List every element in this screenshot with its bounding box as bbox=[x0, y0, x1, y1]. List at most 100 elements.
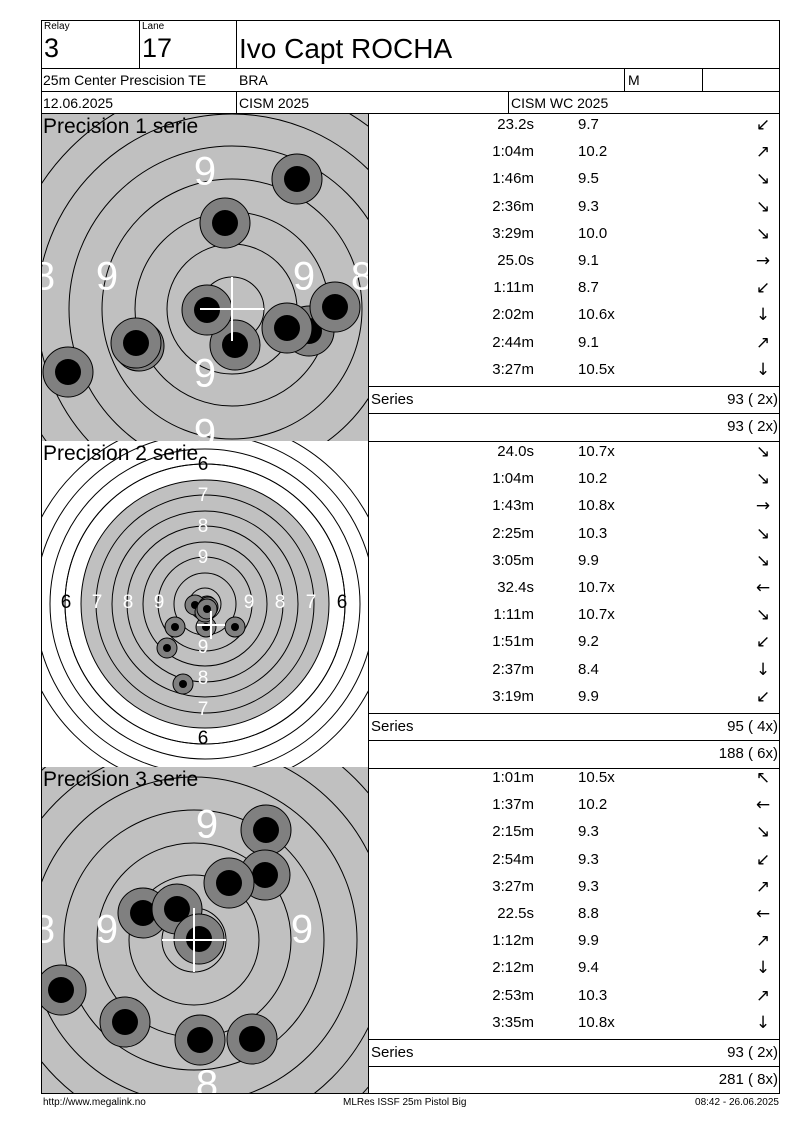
series-label: Series bbox=[371, 391, 414, 408]
target-ring bbox=[95, 494, 315, 714]
shot-time: 3:35m bbox=[492, 1013, 534, 1031]
shot-time: 23.2s bbox=[497, 116, 534, 133]
ring-number: 6 bbox=[337, 592, 348, 613]
shot-time: 2:53m bbox=[492, 986, 534, 1004]
ring-number: 7 bbox=[198, 699, 209, 720]
shot-direction-arrow-icon: ↘ bbox=[755, 169, 771, 190]
ring-number: 9 bbox=[244, 592, 255, 613]
shot-core bbox=[222, 332, 248, 358]
shot-value: 10.2 bbox=[578, 143, 608, 161]
target-ring bbox=[63, 809, 325, 1071]
shot-value: 10.7x bbox=[578, 443, 615, 460]
ring-number: 8 bbox=[198, 668, 209, 689]
shot-direction-arrow-icon: ↓ bbox=[755, 359, 771, 380]
shot-direction-arrow-icon: ↓ bbox=[755, 958, 771, 979]
shot-core bbox=[253, 817, 279, 843]
shot-value: 9.5 bbox=[578, 170, 599, 188]
shot-value: 9.3 bbox=[578, 823, 599, 841]
shot-time: 1:11m bbox=[493, 279, 534, 297]
target-ring bbox=[142, 541, 268, 667]
shot-time: 25.0s bbox=[497, 252, 534, 269]
shot-time: 3:27m bbox=[492, 877, 534, 895]
ring-number: 8 bbox=[275, 592, 286, 613]
shot-direction-arrow-icon: ↙ bbox=[755, 278, 771, 299]
shot-time: 1:11m bbox=[493, 606, 534, 624]
shot-core bbox=[164, 896, 190, 922]
target-ring bbox=[111, 510, 299, 698]
shot-value: 10.6x bbox=[578, 306, 615, 324]
shot-value: 10.5x bbox=[578, 360, 615, 378]
series-total: 95 ( 4x) bbox=[727, 718, 778, 735]
target-ring bbox=[64, 463, 346, 745]
event-name: 25m Center Prescision TE bbox=[43, 72, 207, 88]
shot-value: 9.3 bbox=[578, 197, 599, 215]
shot-time: 1:04m bbox=[492, 143, 534, 161]
shot-direction-arrow-icon: ↓ bbox=[755, 305, 771, 326]
shot-direction-arrow-icon: ↘ bbox=[755, 469, 771, 490]
shot-core bbox=[163, 644, 171, 652]
shot-value: 10.2 bbox=[578, 796, 608, 814]
running-total: 188 ( 6x) bbox=[718, 745, 778, 762]
ring-number: 9 bbox=[194, 352, 216, 396]
shot-direction-arrow-icon: ↙ bbox=[755, 849, 771, 870]
shot-value: 10.8x bbox=[578, 1013, 615, 1031]
shot-time: 2:02m bbox=[492, 306, 534, 324]
relay-label: Relay bbox=[44, 21, 70, 32]
shot-direction-arrow-icon: ↘ bbox=[755, 605, 771, 626]
shot-value: 9.1 bbox=[578, 252, 599, 269]
shot-core bbox=[112, 1009, 138, 1035]
shot-direction-arrow-icon: ↗ bbox=[755, 332, 771, 353]
shot-value: 8.4 bbox=[578, 660, 599, 678]
footer-url[interactable]: http://www.megalink.no bbox=[43, 1097, 146, 1108]
shot-core bbox=[274, 315, 300, 341]
shot-time: 1:46m bbox=[492, 170, 534, 188]
nation: BRA bbox=[239, 72, 270, 88]
ring-number: 9 bbox=[293, 255, 315, 299]
series-title: Precision 1 serie bbox=[43, 115, 199, 138]
shot-value: 8.8 bbox=[578, 905, 599, 922]
shot-value: 9.2 bbox=[578, 633, 599, 651]
ring-number: 7 bbox=[92, 592, 103, 613]
ring-number: 9 bbox=[154, 592, 165, 613]
shot-direction-arrow-icon: ← bbox=[755, 904, 771, 924]
shot-direction-arrow-icon: ↖ bbox=[755, 768, 771, 788]
shot-time: 1:01m bbox=[492, 769, 534, 786]
shot-value: 10.3 bbox=[578, 986, 608, 1004]
shot-core bbox=[284, 166, 310, 192]
target-ring bbox=[49, 448, 361, 760]
target-ring bbox=[128, 874, 260, 1006]
shot-core bbox=[212, 210, 238, 236]
shot-core bbox=[216, 870, 242, 896]
shot-value: 10.2 bbox=[578, 470, 608, 488]
shot-time: 22.5s bbox=[497, 905, 534, 922]
shot-time: 2:12m bbox=[492, 959, 534, 977]
shot-time: 32.4s bbox=[497, 579, 534, 596]
shot-value: 9.1 bbox=[578, 333, 599, 351]
ring-number: 9 bbox=[96, 908, 118, 952]
shot-value: 9.4 bbox=[578, 959, 599, 977]
shot-core bbox=[187, 1027, 213, 1053]
series-title: Precision 3 serie bbox=[43, 768, 199, 791]
ring-number: 8 bbox=[42, 255, 55, 299]
shot-time: 3:19m bbox=[492, 687, 534, 705]
target-ring bbox=[68, 145, 368, 441]
shot-time: 2:36m bbox=[492, 197, 534, 215]
shot-time: 2:37m bbox=[492, 660, 534, 678]
shot-value: 10.0 bbox=[578, 224, 608, 242]
shot-time: 1:43m bbox=[492, 497, 534, 515]
ring-number: 7 bbox=[198, 485, 209, 506]
shot-core bbox=[322, 294, 348, 320]
shot-direction-arrow-icon: → bbox=[755, 251, 771, 271]
target-ring bbox=[126, 525, 284, 683]
ring-number: 6 bbox=[198, 728, 209, 749]
shot-core bbox=[123, 330, 149, 356]
shot-value: 9.3 bbox=[578, 850, 599, 868]
ring-number: 9 bbox=[194, 150, 216, 194]
shot-core bbox=[231, 623, 239, 631]
shot-direction-arrow-icon: ↘ bbox=[755, 442, 771, 462]
target-ring bbox=[80, 479, 330, 729]
series-total: 93 ( 2x) bbox=[727, 1044, 778, 1061]
